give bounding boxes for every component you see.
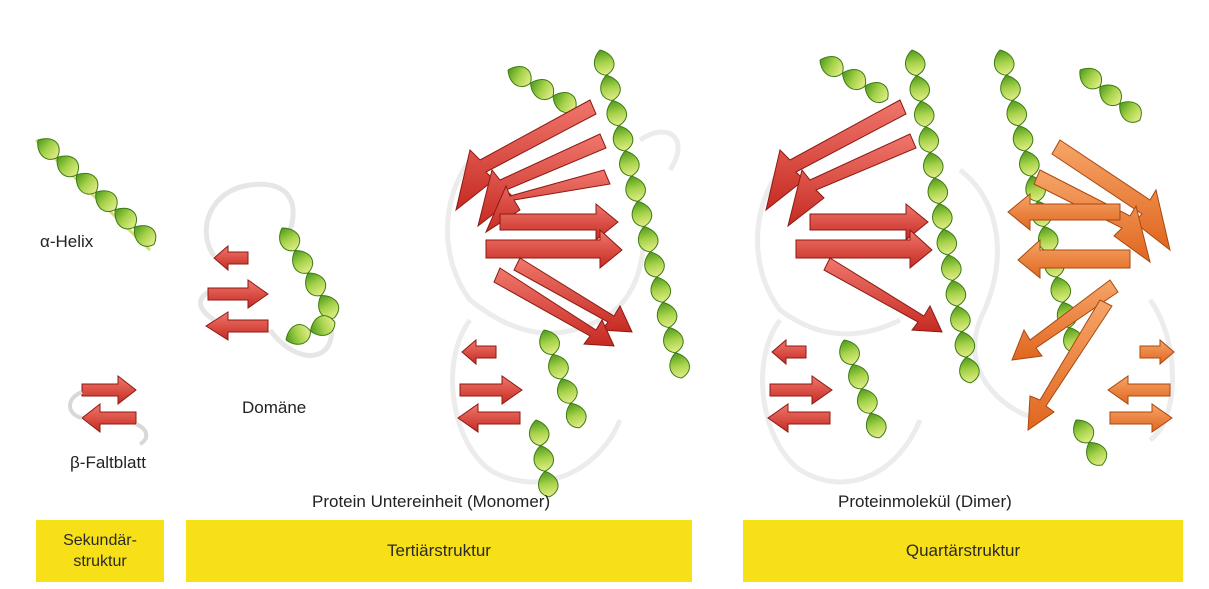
dimer-label: Proteinmolekül (Dimer) bbox=[838, 492, 1012, 512]
quaternary-structure-label: Quartärstruktur bbox=[906, 541, 1020, 561]
tertiary-structure-bar: Tertiärstruktur bbox=[186, 520, 692, 582]
beta-sheet-label: β-Faltblatt bbox=[70, 453, 146, 473]
tertiary-structure-label: Tertiärstruktur bbox=[387, 541, 491, 561]
monomer-illustration bbox=[448, 47, 692, 498]
secondary-structure-label-line1: Sekundär- bbox=[63, 530, 137, 551]
domain-label: Domäne bbox=[242, 398, 306, 418]
dimer-illustration bbox=[758, 47, 1175, 482]
secondary-structure-bar: Sekundär- struktur bbox=[36, 520, 164, 582]
quaternary-structure-bar: Quartärstruktur bbox=[743, 520, 1183, 582]
beta-sheet-illustration bbox=[70, 376, 146, 444]
alpha-helix-label: α-Helix bbox=[40, 232, 93, 252]
domain-illustration bbox=[201, 184, 344, 355]
secondary-structure-label-line2: struktur bbox=[73, 551, 126, 572]
monomer-label: Protein Untereinheit (Monomer) bbox=[312, 492, 550, 512]
